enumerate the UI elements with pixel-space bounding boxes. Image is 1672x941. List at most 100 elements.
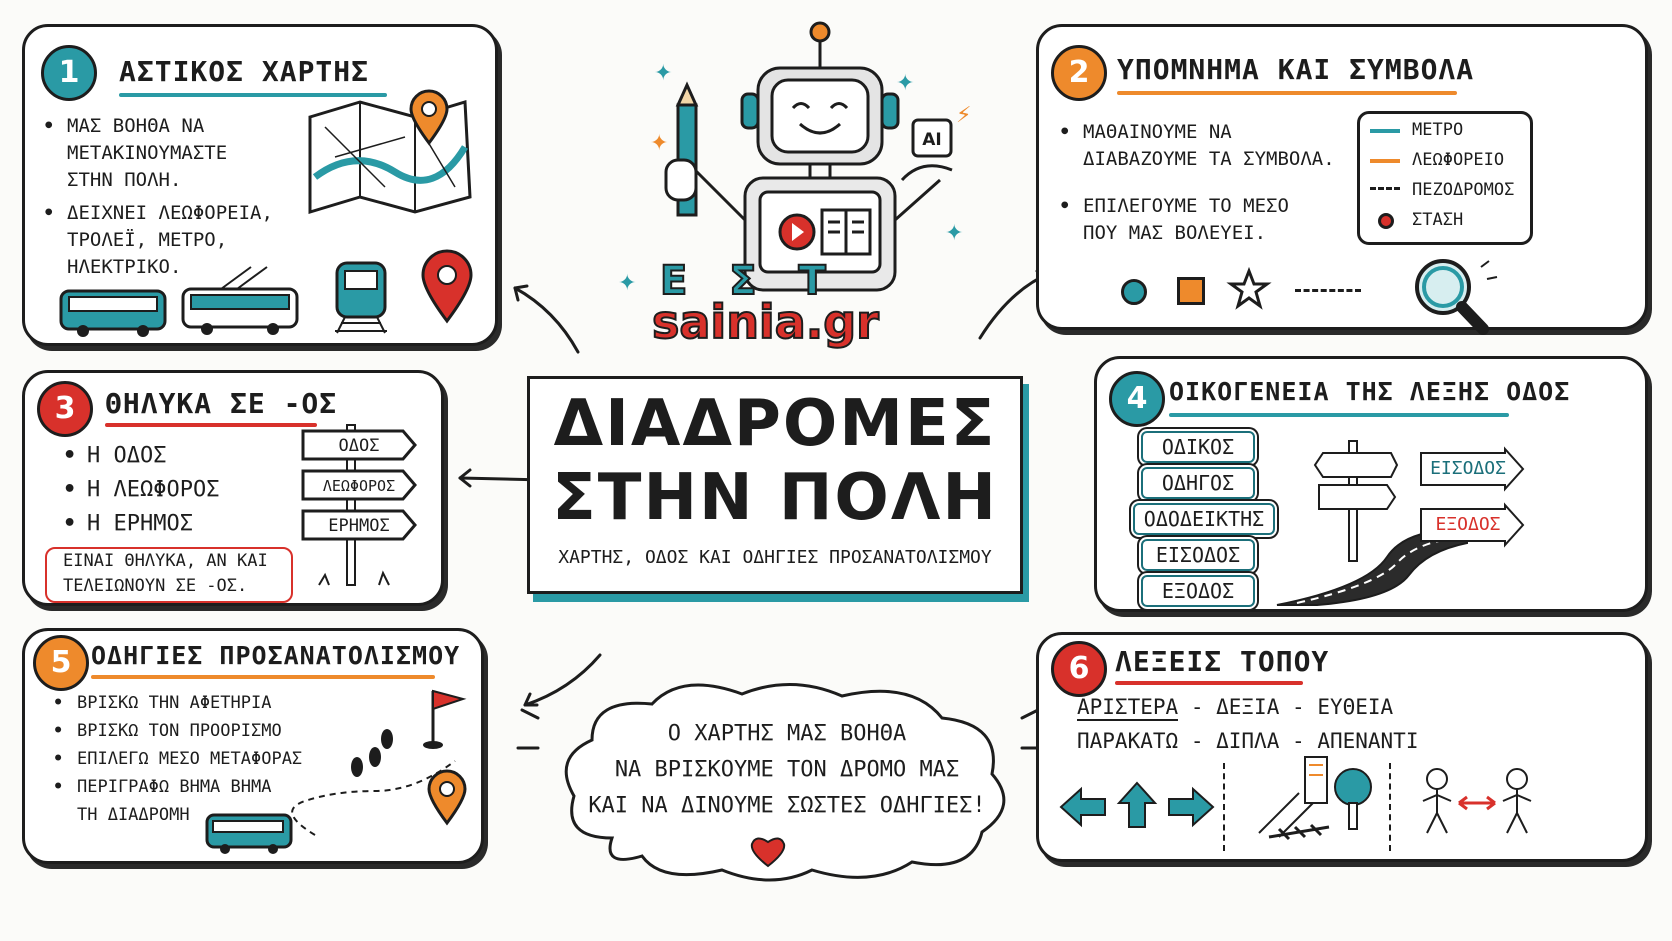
- location-pin-icon: [409, 89, 449, 146]
- speech-cloud: [516, 682, 1044, 882]
- panel-6-title: ΛΕΞΕΙΣ ΤΟΠΟΥ: [1115, 645, 1330, 678]
- step-1: ΒΡΙΣΚΩ ΤΗΝ ΑΦΕΤΗΡΙΑ: [53, 689, 302, 717]
- flag-icon: [423, 689, 467, 749]
- svg-text:✦: ✦: [650, 131, 668, 156]
- svg-text:⚡: ⚡: [956, 103, 971, 128]
- location-pin-icon: [421, 249, 473, 324]
- panel-number-2: 2: [1051, 45, 1107, 101]
- word-pill-1: ΟΔΙΚΟΣ: [1141, 431, 1255, 463]
- legend-stop: ΣΤΑΣΗ: [1412, 210, 1464, 230]
- signpost-icon: [301, 424, 417, 586]
- entry-label: ΕΙΣΟΔΟΣ: [1430, 458, 1506, 479]
- exit-sign: [1420, 502, 1525, 548]
- legend-metro: ΜΕΤΡΟ: [1412, 120, 1464, 140]
- panel-number-3: 3: [37, 381, 93, 437]
- cloud-line-3: ΚΑΙ ΝΑ ΔΙΝΟΥΜΕ ΣΩΣΤΕΣ ΟΔΗΓΙΕΣ!: [588, 793, 986, 818]
- person-icon: [1502, 768, 1532, 834]
- panel-feminine-os: 3 ΘΗΛΥΚΑ ΣΕ -ΟΣ Η ΟΔΟΣ Η ΛΕΩΦΟΡΟΣ Η ΕΡΗΜ…: [22, 370, 444, 606]
- item-2: Η ΛΕΩΦΟΡΟΣ: [63, 473, 219, 507]
- ai-badge: AI: [922, 130, 942, 150]
- panel-number-5: 5: [33, 635, 89, 691]
- bullet-2: ΔΕΙΧΝΕΙ ΛΕΩΦΟΡΕΙΑ,ΤΡΟΛΕΪ, ΜΕΤΡΟ,ΗΛΕΚΤΡΙΚ…: [43, 200, 273, 281]
- magnifier-icon: [1415, 259, 1498, 335]
- heart-icon: [750, 837, 786, 868]
- word-pill-3: ΟΔΟΔΕΙΚΤΗΣ: [1133, 503, 1275, 535]
- legend-bus: ΛΕΩΦΟΡΕΙΟ: [1412, 150, 1505, 170]
- panel-5-title: ΟΔΗΓΙΕΣ ΠΡΟΣΑΝΑΤΟΛΙΣΜΟΥ: [91, 641, 461, 670]
- center-board: ΔΙΑΔΡΟΜΕΣ ΣΤΗΝ ΠΟΛΗ ΧΑΡΤΗΣ, ΟΔΟΣ ΚΑΙ ΟΔΗ…: [527, 376, 1023, 594]
- symbol-dashes: [1295, 289, 1361, 292]
- svg-text:✦: ✦: [896, 71, 914, 96]
- map-icon: [308, 100, 472, 215]
- panel-3-items: Η ΟΔΟΣ Η ΛΕΩΦΟΡΟΣ Η ΕΡΗΜΟΣ: [63, 439, 219, 541]
- cloud-line-2: ΝΑ ΒΡΙΣΚΟΥΜΕ ΤΟΝ ΔΡΟΜΟ ΜΑΣ: [614, 757, 960, 782]
- word-pill-4: ΕΙΣΟΔΟΣ: [1141, 539, 1255, 571]
- robot-logo: ✦ ✦ ✦ ✦ ✦ ⚡ AI Ε Σ Τ sainia.gr: [610, 10, 1030, 370]
- place-words-line-1: ΑΡΙΣΤΕΡΑ - ΔΕΞΙΑ - ΕΥΘΕΙΑ: [1077, 695, 1394, 721]
- footprints-icon: [351, 729, 393, 777]
- svg-text:✦: ✦: [618, 271, 636, 296]
- legend-walkway: ΠΕΖΟΔΡΟΜΟΣ: [1412, 180, 1515, 200]
- cloud-line-1: Ο ΧΑΡΤΗΣ ΜΑΣ ΒΟΗΘΑ: [667, 721, 907, 746]
- logo-letters: Ε Σ Τ: [659, 257, 840, 305]
- item-3: Η ΕΡΗΜΟΣ: [63, 507, 219, 541]
- arrow-right-icon: [1168, 786, 1215, 828]
- panel-1-title: ΑΣΤΙΚΟΣ ΧΑΡΤΗΣ: [119, 55, 370, 88]
- metro-train-icon: [335, 261, 387, 334]
- panel-4-title: ΟΙΚΟΓΕΝΕΙΑ ΤΗΣ ΛΕΞΗΣ ΟΔΟΣ: [1169, 377, 1571, 406]
- arrow-up-icon: [1116, 781, 1158, 828]
- exit-label: ΕΞΟΔΟΣ: [1435, 514, 1501, 535]
- panel-2-title: ΥΠΟΜΝΗΜΑ ΚΑΙ ΣΥΜΒΟΛΑ: [1117, 53, 1475, 86]
- panel-number-4: 4: [1109, 371, 1165, 427]
- svg-text:✦: ✦: [654, 61, 672, 86]
- person-icon: [1422, 768, 1452, 834]
- panel-5-items: ΒΡΙΣΚΩ ΤΗΝ ΑΦΕΤΗΡΙΑ ΒΡΙΣΚΩ ΤΟΝ ΠΡΟΟΡΙΣΜΟ…: [53, 689, 302, 829]
- building-icon: [1258, 756, 1330, 841]
- symbol-square: [1177, 277, 1205, 305]
- center-title-line2: ΣΤΗΝ ΠΟΛΗ: [552, 461, 998, 535]
- place-words-line-2: ΠΑΡΑΚΑΤΩ - ΔΙΠΛΑ - ΑΠΕΝΑΝΤΙ: [1077, 729, 1419, 753]
- word-pill-5: ΕΞΟΔΟΣ: [1141, 575, 1255, 607]
- tree-icon: [1334, 768, 1372, 830]
- panel-legend-symbols: 2 ΥΠΟΜΝΗΜΑ ΚΑΙ ΣΥΜΒΟΛΑ ΜΑΘΑΙΝΟΥΜΕ ΝΑΔΙΑΒ…: [1036, 24, 1648, 335]
- step-3: ΕΠΙΛΕΓΩ ΜΕΣΟ ΜΕΤΑΦΟΡΑΣ: [53, 745, 302, 773]
- signpost-icon: [1313, 440, 1399, 562]
- site-name[interactable]: sainia.gr: [651, 294, 880, 350]
- step-2: ΒΡΙΣΚΩ ΤΟΝ ΠΡΟΟΡΙΣΜΟ: [53, 717, 302, 745]
- center-title-line1: ΔΙΑΔΡΟΜΕΣ: [553, 387, 997, 461]
- arrow-left-icon: [1059, 786, 1106, 828]
- bus-icon: [59, 289, 167, 337]
- bus-icon: [205, 813, 293, 854]
- panel-place-words: 6 ΛΕΞΕΙΣ ΤΟΠΟΥ ΑΡΙΣΤΕΡΑ - ΔΕΞΙΑ - ΕΥΘΕΙΑ…: [1036, 632, 1648, 862]
- panel-number-1: 1: [41, 45, 97, 101]
- cloud-text: Ο ΧΑΡΤΗΣ ΜΑΣ ΒΟΗΘΑ ΝΑ ΒΡΙΣΚΟΥΜΕ ΤΟΝ ΔΡΟΜ…: [552, 716, 1022, 824]
- symbol-circle: [1121, 279, 1147, 305]
- robot-icon: ✦ ✦ ✦ ✦ ✦ ⚡: [618, 21, 971, 296]
- item-1: Η ΟΔΟΣ: [63, 439, 219, 473]
- star-icon: [1226, 266, 1272, 310]
- legend-box: ΜΕΤΡΟ ΛΕΩΦΟΡΕΙΟ ΠΕΖΟΔΡΟΜΟΣ ΣΤΑΣΗ: [1357, 111, 1533, 245]
- panel-urban-map: 1 ΑΣΤΙΚΟΣ ΧΑΡΤΗΣ ΜΑΣ ΒΟΗΘΑ ΝΑΜΕΤΑΚΙΝΟΥΜΑ…: [22, 24, 498, 346]
- svg-text:✦: ✦: [945, 221, 963, 246]
- sign-2: ΛΕΩΦΟΡΟΣ: [322, 477, 396, 495]
- panel-number-6: 6: [1051, 641, 1107, 697]
- between-arrow: [1458, 795, 1496, 811]
- location-pin-icon: [427, 769, 467, 826]
- panel-orientation-instructions: 5 ΟΔΗΓΙΕΣ ΠΡΟΣΑΝΑΤΟΛΙΣΜΟΥ ΒΡΙΣΚΩ ΤΗΝ ΑΦΕ…: [22, 628, 484, 864]
- word-pill-2: ΟΔΗΓΟΣ: [1141, 467, 1255, 499]
- trolley-icon: [181, 266, 299, 335]
- entry-sign: [1420, 446, 1525, 492]
- route-path: [291, 760, 456, 836]
- panel-word-family: 4 ΟΙΚΟΓΕΝΕΙΑ ΤΗΣ ΛΕΞΗΣ ΟΔΟΣ ΟΔΙΚΟΣ ΟΔΗΓΟ…: [1094, 356, 1648, 612]
- sign-3: ΕΡΗΜΟΣ: [328, 516, 390, 536]
- sign-1: ΟΔΟΣ: [338, 436, 380, 456]
- panel-3-title: ΘΗΛΥΚΑ ΣΕ -ΟΣ: [105, 387, 338, 420]
- center-subtitle: ΧΑΡΤΗΣ, ΟΔΟΣ ΚΑΙ ΟΔΗΓΙΕΣ ΠΡΟΣΑΝΑΤΟΛΙΣΜΟΥ: [558, 547, 992, 568]
